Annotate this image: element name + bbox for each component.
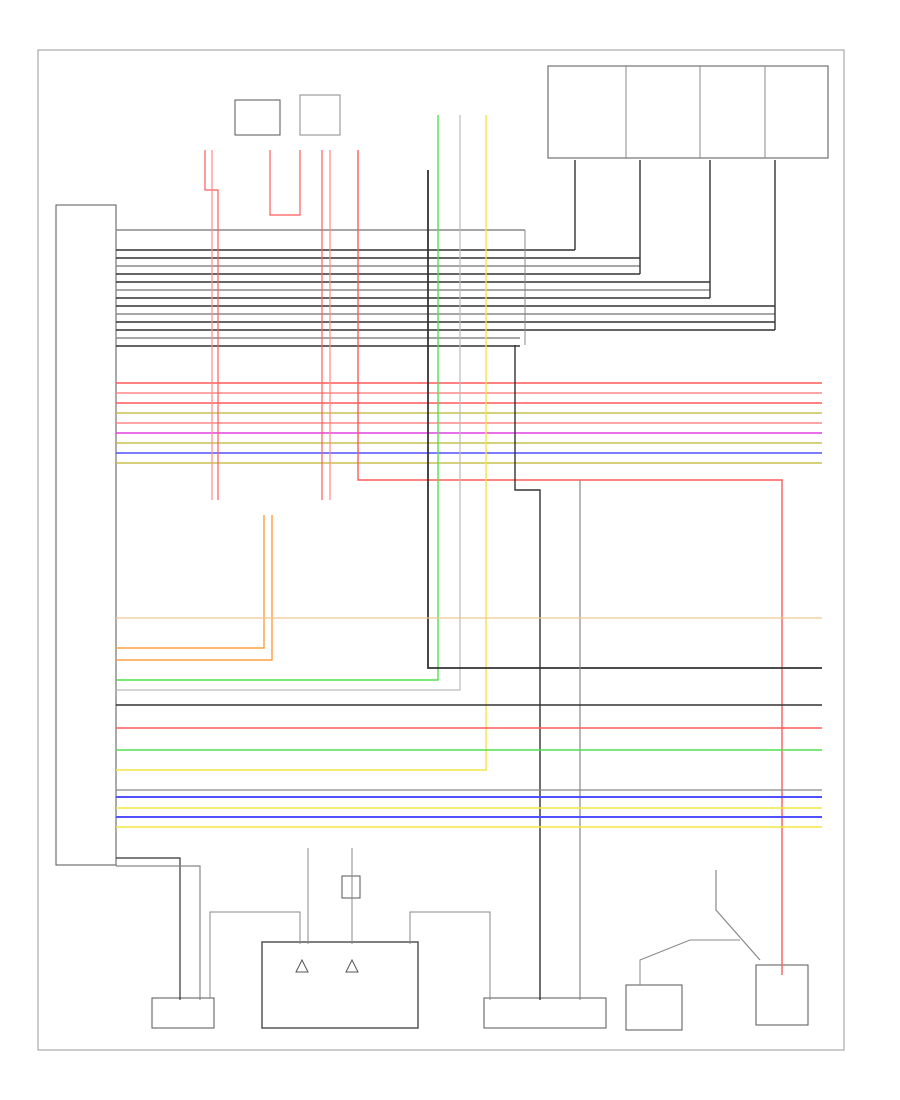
orange-wire	[116, 515, 273, 661]
bottom-wire	[209, 911, 301, 998]
control-unit-box	[55, 204, 117, 866]
bottom-wire	[116, 857, 181, 1000]
black-wire	[427, 170, 822, 669]
orange-wire	[116, 515, 265, 649]
bottom-wire	[715, 870, 761, 961]
top-sensor-box	[299, 94, 341, 136]
warning-triangle-icon	[345, 958, 359, 973]
sensor-wire	[269, 150, 301, 216]
gray-wire	[116, 115, 461, 691]
diagram-frame	[37, 49, 845, 1051]
left-antenna-box	[483, 997, 607, 1029]
top-sensor-box	[234, 99, 281, 136]
top-right-module-box	[547, 65, 829, 159]
front-antenna-box	[151, 997, 215, 1029]
small-relay-box	[341, 875, 361, 899]
right-module-box	[625, 984, 683, 1031]
center-module-box	[261, 941, 419, 1029]
bottom-wire	[409, 911, 491, 1000]
bottom-wire	[116, 865, 201, 1000]
bottom-wire	[639, 939, 740, 985]
warning-triangle-icon	[295, 958, 309, 973]
yellow-wire	[116, 115, 487, 771]
wire-group	[116, 115, 822, 1000]
green-wire	[116, 115, 439, 681]
black-wire	[514, 345, 541, 1000]
